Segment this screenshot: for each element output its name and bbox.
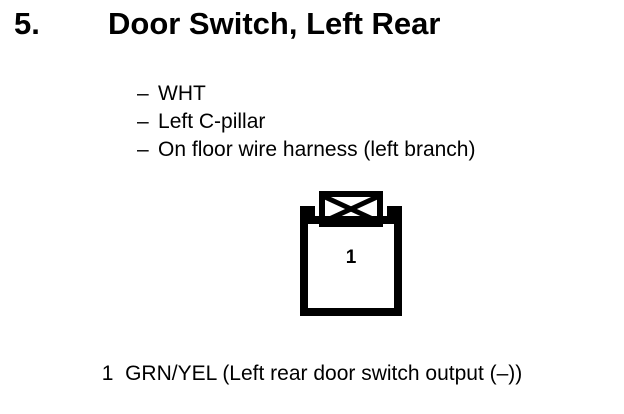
connector-symbol	[294, 188, 408, 316]
connector-body-top	[307, 216, 395, 224]
list-item: –WHT	[102, 52, 602, 105]
page-title: Door Switch, Left Rear	[108, 6, 441, 41]
connector-body-bottom	[300, 308, 402, 316]
list-item: –On floor wire harness (left branch)	[102, 108, 602, 161]
list-item-label: On floor wire harness (left branch)	[158, 138, 476, 161]
list-item-label: Left C-pillar	[158, 110, 266, 133]
connector-right-riser	[387, 206, 395, 224]
list-item-label: WHT	[158, 82, 206, 105]
page-heading: 5. Door Switch, Left Rear	[0, 4, 624, 48]
connector-left-riser	[307, 206, 315, 224]
tab-cross-stroke-b	[323, 194, 379, 224]
dash-icon: –	[137, 82, 149, 105]
heading-item-number: 5.	[14, 6, 40, 41]
list-item: –Left C-pillar	[102, 80, 602, 133]
connector-pin-number: 1	[345, 247, 357, 268]
connector-left-wall	[300, 206, 308, 316]
connector-attribute-list: –WHT –Left C-pillar –On floor wire harne…	[102, 52, 602, 161]
dash-icon: –	[137, 138, 149, 161]
connector-right-wall	[394, 206, 402, 316]
dash-icon: –	[137, 110, 149, 133]
pinout-caption: 1 GRN/YEL (Left rear door switch output …	[101, 362, 523, 385]
connector-keyed-tab	[319, 191, 383, 227]
